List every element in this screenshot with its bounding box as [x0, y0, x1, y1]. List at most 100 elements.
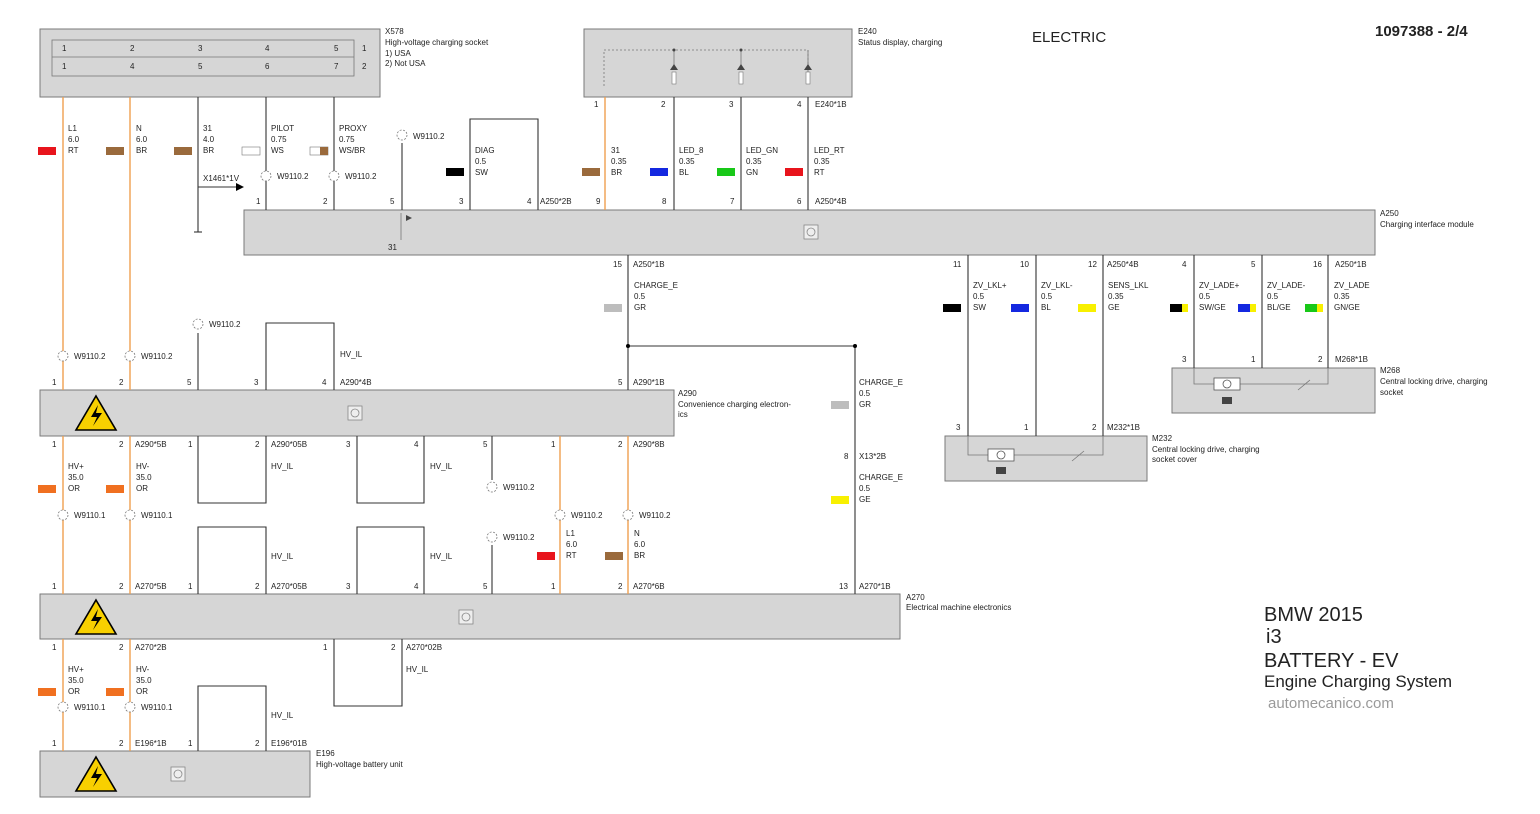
svg-text:W9110.1: W9110.1: [74, 511, 106, 520]
svg-text:0.35: 0.35: [1108, 292, 1124, 301]
website-watermark: automecanico.com: [1268, 695, 1394, 712]
svg-text:5: 5: [187, 378, 192, 387]
x578-bottom-pin: 6: [265, 62, 270, 71]
a250-connector-4b: A250*4B: [815, 197, 847, 206]
motor-icon: [987, 448, 1015, 474]
a250-code: A250: [1380, 209, 1399, 218]
x578-top-pin: 5: [334, 44, 339, 53]
svg-text:W9110.2: W9110.2: [413, 132, 445, 141]
a270-connector-1b: A270*1B: [859, 582, 891, 591]
svg-text:HV-: HV-: [136, 665, 150, 674]
wire-color-swatch: [831, 496, 849, 504]
wire-color-swatch: [582, 168, 600, 176]
svg-text:LED_RT: LED_RT: [814, 146, 845, 155]
svg-text:PROXY: PROXY: [339, 124, 368, 133]
x578-top-pin: 3: [198, 44, 203, 53]
svg-text:HV+: HV+: [68, 665, 84, 674]
svg-text:1: 1: [551, 582, 556, 591]
svg-text:4: 4: [1182, 260, 1187, 269]
hv-il-label: HV_IL: [271, 711, 294, 720]
svg-text:BL/GE: BL/GE: [1267, 303, 1291, 312]
x578-code: X578: [385, 27, 404, 36]
svg-text:3: 3: [346, 440, 351, 449]
wire-color-swatch: [1078, 304, 1096, 312]
wire-label: ZV_LADE+0.5SW/GE: [1170, 281, 1240, 312]
svg-text:W9110.2: W9110.2: [503, 533, 535, 542]
m232-box: [944, 435, 1148, 482]
wire-hv-il-loop: [356, 436, 425, 504]
wire-color-swatch: [831, 401, 849, 409]
svg-text:GE: GE: [859, 495, 871, 504]
svg-text:4: 4: [414, 440, 419, 449]
svg-text:0.5: 0.5: [475, 157, 487, 166]
wire-color-swatch: [38, 688, 56, 696]
a270-connector-02b: A270*02B: [406, 643, 442, 652]
sheet-reference: 1097388 - 2/4: [1375, 23, 1468, 40]
a290-connector-5b: A290*5B: [135, 440, 167, 449]
shield-marker: W9110.2: [328, 170, 377, 182]
svg-text:7: 7: [730, 197, 735, 206]
svg-text:5: 5: [483, 440, 488, 449]
motor-icon: [1213, 377, 1241, 404]
switch-icon: [1297, 379, 1311, 391]
a250-connector-1b: A250*1B: [633, 260, 665, 269]
m232-name-cont: socket cover: [1152, 455, 1197, 464]
wire-hv-il-loop: [356, 526, 425, 594]
wire-color-swatch: [1170, 304, 1188, 312]
wire-color-swatch: [38, 485, 56, 493]
control-unit-icon: [803, 224, 819, 240]
wire-label: L16.0RT: [38, 124, 80, 155]
wire-color-stripe: [1317, 304, 1323, 312]
svg-text:10: 10: [1020, 260, 1029, 269]
shield-marker: W9110.1: [57, 701, 106, 713]
a250-connector-1b-lower: A250*1B: [1335, 260, 1367, 269]
svg-text:2: 2: [618, 582, 623, 591]
svg-text:BL: BL: [679, 168, 689, 177]
shield-marker: W9110.2: [260, 170, 309, 182]
a290-connector-05b: A290*05B: [271, 440, 307, 449]
wire-color-stripe: [320, 147, 328, 155]
svg-text:5: 5: [390, 197, 395, 206]
x578-bottom-pin: 5: [198, 62, 203, 71]
m232-name: Central locking drive, charging: [1152, 445, 1260, 454]
svg-text:W9110.2: W9110.2: [74, 352, 106, 361]
a290-name-cont: ics: [678, 410, 688, 419]
e196-connector-01b: E196*01B: [271, 739, 307, 748]
wire-color-swatch: [106, 147, 124, 155]
led-icon: [670, 50, 678, 85]
x578-row-mark: 1: [362, 44, 367, 53]
svg-text:3: 3: [346, 582, 351, 591]
svg-text:8: 8: [662, 197, 667, 206]
svg-text:2: 2: [119, 378, 124, 387]
svg-text:W9110.2: W9110.2: [141, 352, 173, 361]
svg-text:W9110.2: W9110.2: [503, 483, 535, 492]
svg-text:0.5: 0.5: [1199, 292, 1211, 301]
svg-text:W9110.2: W9110.2: [345, 172, 377, 181]
svg-text:35.0: 35.0: [68, 676, 84, 685]
wire-color-swatch: [1011, 304, 1029, 312]
svg-text:3: 3: [254, 378, 259, 387]
svg-text:0.35: 0.35: [1334, 292, 1350, 301]
high-voltage-warning-icon: [74, 598, 118, 635]
x578-row-mark: 2: [362, 62, 367, 71]
control-unit-icon: [170, 766, 186, 782]
svg-text:1: 1: [323, 643, 328, 652]
svg-text:2: 2: [618, 440, 623, 449]
wire-label: HV-35.0OR: [106, 462, 152, 493]
vehicle-model: i3: [1266, 626, 1282, 648]
svg-text:11: 11: [953, 260, 962, 269]
svg-text:4: 4: [414, 582, 419, 591]
svg-text:GE: GE: [1108, 303, 1120, 312]
vehicle-make-year: BMW 2015: [1264, 604, 1363, 626]
svg-text:6.0: 6.0: [634, 540, 646, 549]
hv-il-label: HV_IL: [271, 462, 294, 471]
wire-label: HV+35.0OR: [38, 665, 84, 696]
switch-icon: [1071, 450, 1085, 462]
svg-text:1: 1: [256, 197, 261, 206]
wire-color-swatch: [174, 147, 192, 155]
e196-name: High-voltage battery unit: [316, 760, 403, 769]
svg-text:SW: SW: [475, 168, 488, 177]
high-voltage-warning-icon: [74, 755, 118, 792]
svg-text:35.0: 35.0: [68, 473, 84, 482]
